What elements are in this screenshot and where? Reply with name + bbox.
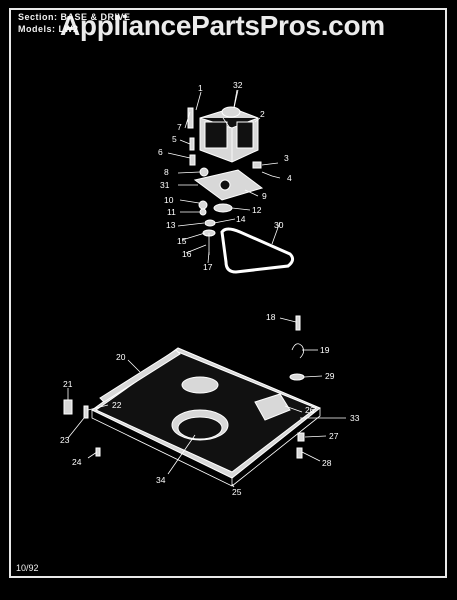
callout-11: 11 [167,207,176,217]
callout-6: 6 [158,147,163,157]
callout-22: 22 [112,400,122,410]
callout-23: 23 [60,435,70,445]
belt-part [220,227,295,274]
callout-4: 4 [287,173,292,183]
motor-part [199,106,259,163]
callout-10: 10 [164,195,174,205]
base-part [91,347,321,487]
callout-19: 19 [320,345,330,355]
diagram-frame [9,8,447,578]
callout-24: 24 [72,457,82,467]
section-label: Section: BASE & DRIVE [18,12,131,22]
fasteners-part [187,107,305,381]
mount-bracket-part [193,169,264,201]
callout-8: 8 [164,167,169,177]
revision-date: 10/92 [16,563,39,573]
leader-lines [67,89,346,488]
callout-34: 34 [156,475,166,485]
callout-7: 7 [177,122,182,132]
callout-20: 20 [116,352,126,362]
callout-16: 16 [182,249,192,259]
callout-9: 9 [262,191,267,201]
callout-12: 12 [252,205,262,215]
callout-3: 3 [284,153,289,163]
callout-14: 14 [236,214,246,224]
callout-1: 1 [198,83,203,93]
callout-31: 31 [160,180,170,190]
callout-28: 28 [322,458,332,468]
callout-29: 29 [325,371,335,381]
callout-18: 18 [266,312,276,322]
callout-30: 30 [274,220,284,230]
callout-21: 21 [63,379,73,389]
callout-5: 5 [172,134,177,144]
callout-15: 15 [177,236,187,246]
models-label: Models: LW2 [18,24,79,34]
rail-part [99,349,181,403]
callout-13: 13 [166,220,176,230]
callout-2: 2 [260,109,265,119]
foot-part [63,399,73,415]
callout-33: 33 [350,413,360,423]
callout-26: 26 [305,405,315,415]
callout-17: 17 [203,262,213,272]
callout-27: 27 [329,431,339,441]
watermark: AppliancePartsPros.com [60,10,385,41]
callout-labels: 1 2 3 4 5 6 7 8 9 10 11 12 13 14 15 16 1… [60,80,360,497]
callout-25: 25 [232,487,242,497]
callout-32: 32 [233,80,243,90]
pulley-part [202,203,233,255]
